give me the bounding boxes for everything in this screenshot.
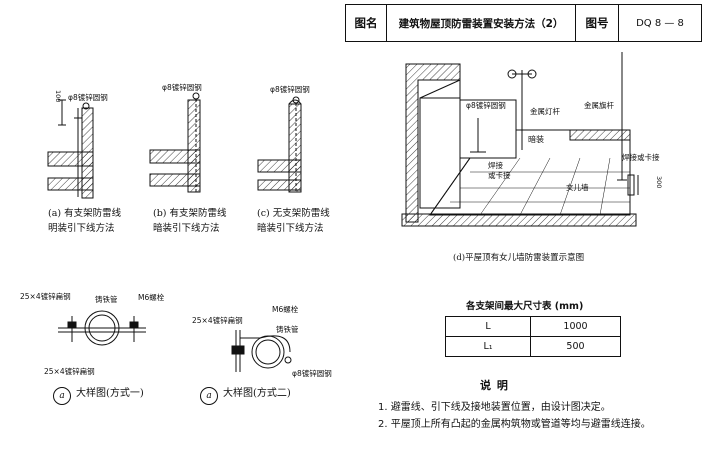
large2-flat: 25×4镀锌扁钢 <box>192 316 243 325</box>
detail-a-rod-label: φ8镀锌圆钢 <box>68 93 108 102</box>
table-key: L₁ <box>445 336 531 357</box>
large1-flat-bottom: 25×4镀锌扁钢 <box>44 367 95 376</box>
table-row: L₁ 500 <box>445 336 621 357</box>
weld-clamp-label: 焊接或卡接 <box>622 153 660 162</box>
detail-a-drawing <box>47 99 94 199</box>
table-row: L 1000 <box>445 316 621 337</box>
detail-a-caption-2: 明装引下线方法 <box>48 223 115 234</box>
table-key: L <box>445 316 531 337</box>
detail-d-rod-label: φ8镀锌圆钢 <box>466 101 506 110</box>
detail-c-caption-1: (c) 无支架防雷线 <box>257 208 330 219</box>
large2-rod: φ8镀锌圆钢 <box>292 369 332 378</box>
large1-caption: 大样图(方式一) <box>76 388 144 399</box>
large-detail-2-drawing <box>231 330 292 372</box>
detail-b-rod-label: φ8镀锌圆钢 <box>162 83 202 92</box>
detail-d-caption: (d)平屋顶有女儿墙防雷装置示意图 <box>453 253 585 263</box>
detail-b-drawing <box>149 92 201 193</box>
concealed-label: 暗装 <box>528 135 544 144</box>
large2-pipe: 铸铁管 <box>276 325 299 334</box>
dim-100: 100 <box>54 90 62 103</box>
detail-d-drawing <box>401 52 639 227</box>
detail-c-drawing <box>257 96 302 193</box>
large1-pipe: 铸铁管 <box>95 295 118 304</box>
large2-marker: a <box>200 387 218 405</box>
title-label: 图名 <box>346 5 387 41</box>
drawing-name: 建筑物屋顶防雷装置安装方法（2） <box>387 5 576 41</box>
detail-c-rod-label: φ8镀锌圆钢 <box>270 85 310 94</box>
detail-b-caption-2: 暗装引下线方法 <box>153 223 220 234</box>
detail-b-caption-1: (b) 有支架防雷线 <box>153 208 227 219</box>
number-label: 图号 <box>576 5 619 41</box>
large2-bolt: M6螺栓 <box>272 305 299 314</box>
note-item: 2. 平屋顶上所有凸起的金属构筑物或管道等均与避雷线连接。 <box>378 419 651 430</box>
weld-label-2: 或卡接 <box>488 171 511 180</box>
note-item: 1. 避雷线、引下线及接地装置位置，由设计图决定。 <box>378 402 611 413</box>
large2-caption: 大样图(方式二) <box>223 388 291 399</box>
large1-marker: a <box>53 387 71 405</box>
weld-label-1: 焊接 <box>488 161 503 170</box>
table-value: 500 <box>530 336 621 357</box>
large1-flat-top: 25×4镀锌扁钢 <box>20 292 71 301</box>
table-value: 1000 <box>530 316 621 337</box>
drawing-number: DQ 8 — 8 <box>636 17 684 29</box>
large-detail-1-drawing <box>58 310 146 346</box>
detail-a-caption-1: (a) 有支架防雷线 <box>48 208 122 219</box>
dimension-table: L 1000 L₁ 500 <box>445 316 621 357</box>
parapet-label: 女儿墙 <box>566 183 589 192</box>
title-block: 图名 建筑物屋顶防雷装置安装方法（2） 图号 DQ 8 — 8 <box>345 4 702 42</box>
lamp-post-label: 金属灯杆 <box>530 107 560 116</box>
detail-c-caption-2: 暗装引下线方法 <box>257 223 324 234</box>
notes-title: 说 明 <box>480 379 509 392</box>
large1-bolt: M6螺栓 <box>138 293 165 302</box>
flag-pole-label: 金属旗杆 <box>584 101 614 110</box>
dim-300: 300 <box>655 176 663 189</box>
table-title: 各支架间最大尺寸表 (mm) <box>466 301 584 312</box>
